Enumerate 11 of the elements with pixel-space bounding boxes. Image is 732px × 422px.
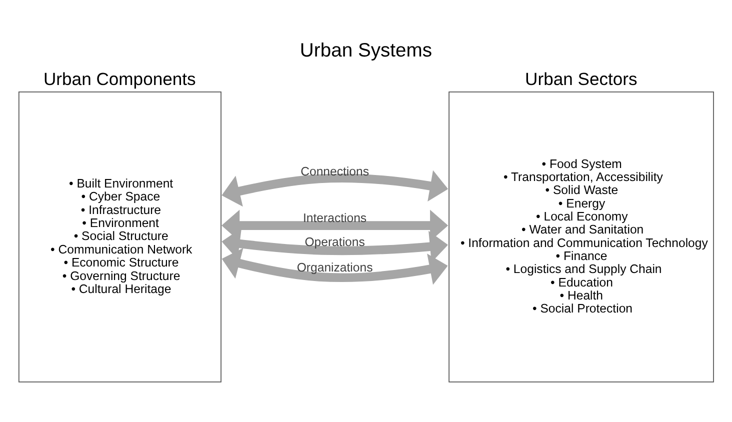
- arrow: [222, 170, 448, 206]
- edge-label: Interactions: [303, 210, 367, 225]
- node-label: Urban Components: [44, 68, 196, 88]
- node-label: Urban Sectors: [525, 68, 638, 88]
- arrow: [222, 247, 448, 284]
- edge-label: Operations: [304, 234, 365, 248]
- diagram-title: Urban Systems: [300, 40, 432, 61]
- edge-label: Organizations: [296, 260, 373, 274]
- node-box: • Built Environment • Cyber Space • Infrastructure • Environment • Social Structure • Communication Network • Economic Structure • Governing Structure • Cultural Heritage: [18, 91, 222, 382]
- edge-label: Connections: [300, 164, 369, 178]
- node-box: • Food System • Transportation, Accessibility • Solid Waste • Energy • Local Economy • Water and Sanitation • Information and Communication Technology • Finance • Logistics and Supply Chain • Education • Health • Social Protection: [448, 91, 714, 382]
